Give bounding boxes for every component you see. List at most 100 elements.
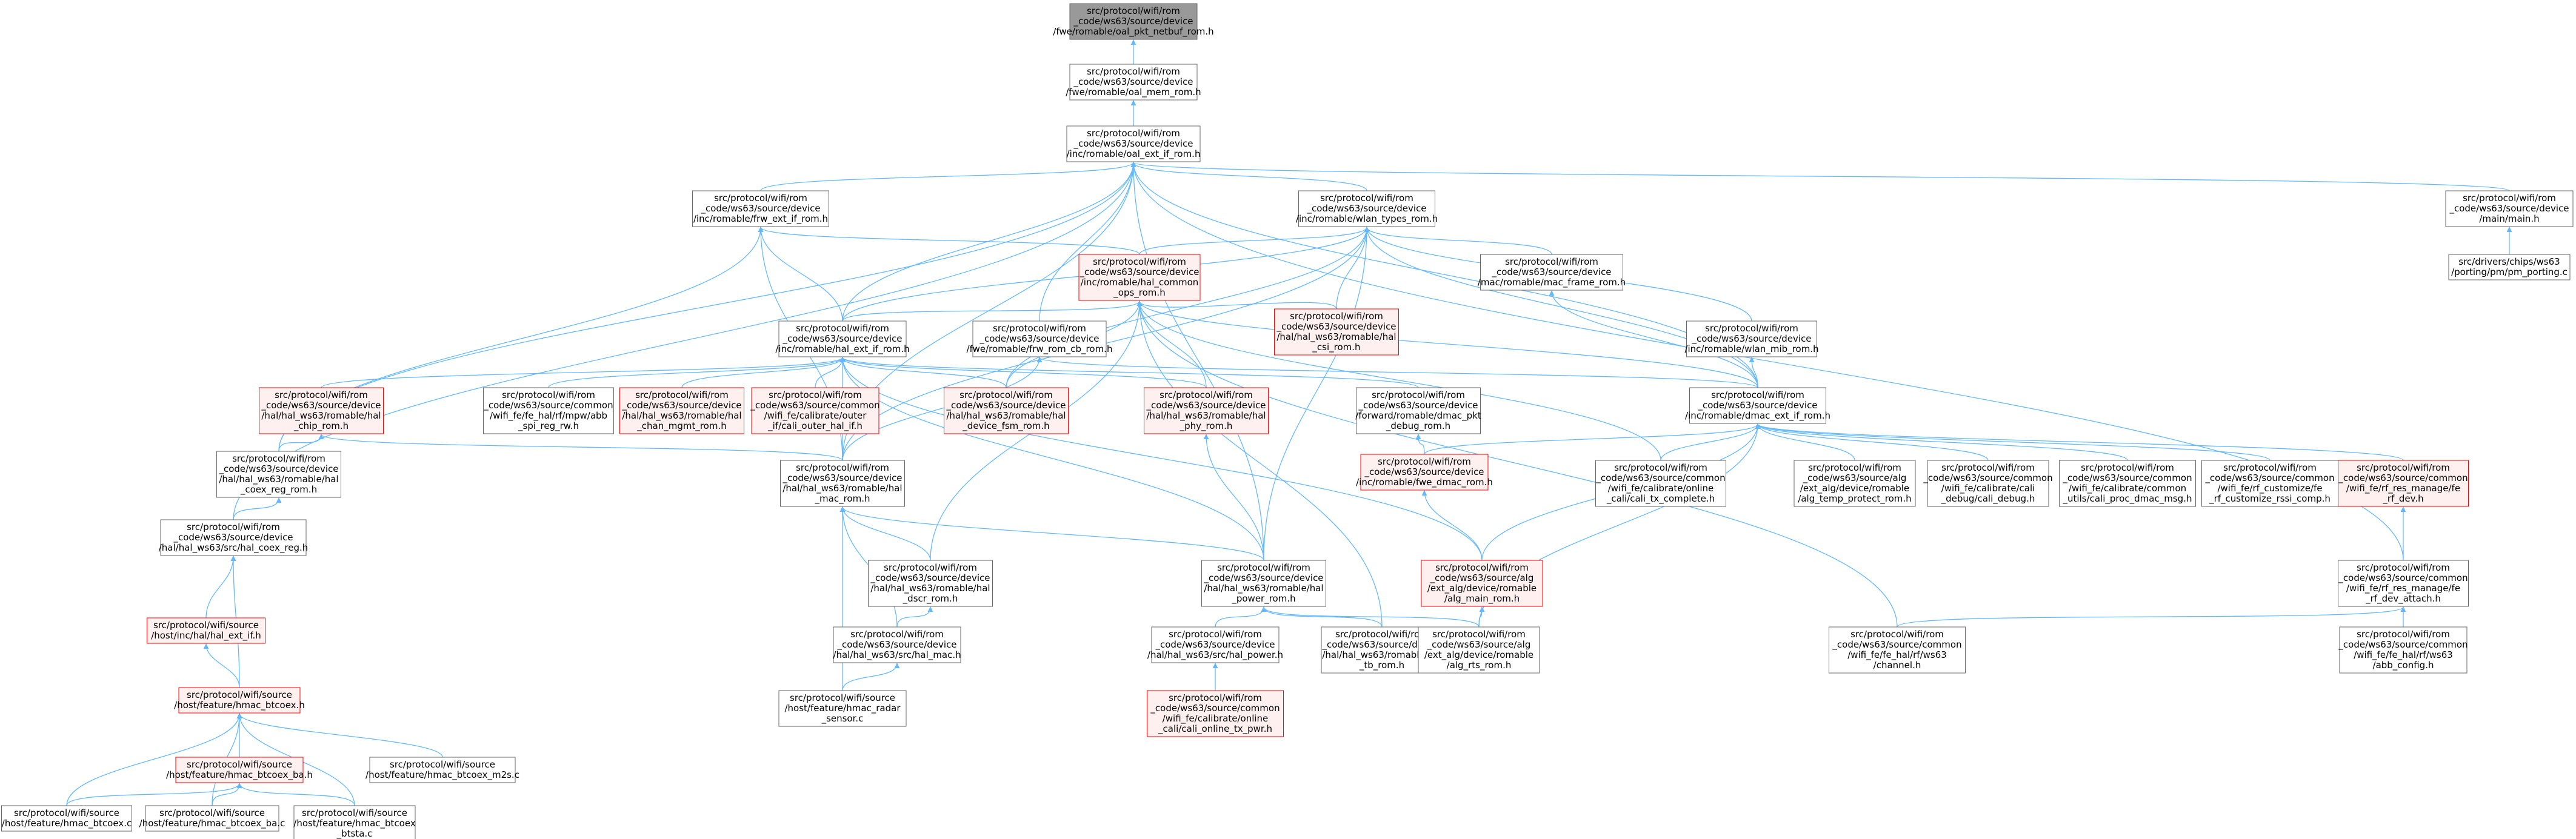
- file-node-oal-ext[interactable]: src/protocol/wifi/rom_code/ws63/source/d…: [1066, 125, 1201, 162]
- node-label-line: /host/feature/hmac_btcoex.h: [174, 700, 305, 711]
- file-node-hal-coex-reg-rom[interactable]: src/protocol/wifi/rom_code/ws63/source/d…: [216, 451, 341, 498]
- node-label-line: _code/ws63/source/alg: [1430, 572, 1534, 584]
- node-label-line: /inc/romable/hal_ext_if_rom.h: [775, 343, 909, 355]
- file-node-cali-proc-dmac[interactable]: src/protocol/wifi/rom_code/ws63/source/c…: [2059, 460, 2196, 507]
- node-label-line: /hal/hal_ws63/romable/hal: [1276, 331, 1396, 343]
- node-label-line: /hal/hal_ws63/src/hal_power.h: [1147, 649, 1283, 661]
- node-label-line: _code/ws63/source/device: [1155, 639, 1275, 651]
- file-node-cali-debug[interactable]: src/protocol/wifi/rom_code/ws63/source/c…: [1923, 460, 2053, 507]
- file-node-alg-main[interactable]: src/protocol/wifi/rom_code/ws63/source/a…: [1421, 560, 1543, 607]
- file-node-hal-coex-reg[interactable]: src/protocol/wifi/rom_code/ws63/source/d…: [159, 519, 309, 556]
- file-node-cali-online-tx-pwr[interactable]: src/protocol/wifi/rom_code/ws63/source/c…: [1147, 690, 1284, 737]
- node-label-line: src/protocol/wifi/rom: [1087, 5, 1180, 16]
- file-node-btcoex-m2s[interactable]: src/protocol/wifi/source/host/feature/hm…: [365, 757, 519, 783]
- node-label-line: src/protocol/wifi/rom: [187, 522, 280, 532]
- node-label-line: /wifi_fe/calibrate/online: [1163, 713, 1269, 725]
- node-label-line: src/protocol/wifi/rom: [2463, 193, 2556, 204]
- node-box: [1144, 387, 1269, 434]
- file-node-hal-power-h[interactable]: src/protocol/wifi/rom_code/ws63/source/d…: [1147, 626, 1283, 663]
- node-label-line: src/protocol/wifi/rom: [635, 390, 729, 400]
- file-node-wlan-mib[interactable]: src/protocol/wifi/rom_code/ws63/source/d…: [1684, 320, 1819, 357]
- file-node-btcoex-ba-h[interactable]: src/protocol/wifi/source/host/feature/hm…: [166, 757, 313, 783]
- file-node-btcoex-ba-c[interactable]: src/protocol/wifi/source/host/feature/hm…: [139, 805, 285, 832]
- node-label-line: src/protocol/wifi/rom: [884, 562, 977, 573]
- node-label-line: /inc/romable/wlan_types_rom.h: [1296, 213, 1438, 225]
- node-label: src/protocol/wifi/rom_code/ws63/source/d…: [621, 390, 741, 432]
- file-node-radar[interactable]: src/protocol/wifi/source/host/feature/hm…: [778, 690, 907, 727]
- node-label-line: _code/ws63/source/common: [2062, 473, 2192, 484]
- file-node-hal-dscr[interactable]: src/protocol/wifi/rom_code/ws63/source/d…: [868, 560, 993, 607]
- node-box: [692, 190, 829, 227]
- edge-btcoex_m2s-to-btcoex_h: [236, 713, 443, 758]
- file-node-hal-device-fsm[interactable]: src/protocol/wifi/rom_code/ws63/source/d…: [944, 387, 1069, 434]
- file-node-cali-outer[interactable]: src/protocol/wifi/rom_code/ws63/source/c…: [750, 387, 880, 434]
- file-node-hal-mac-h[interactable]: src/protocol/wifi/rom_code/ws63/source/d…: [833, 626, 961, 663]
- file-node-hal-csi[interactable]: src/protocol/wifi/rom_code/ws63/source/d…: [1274, 308, 1399, 356]
- edge-dmac_pkt_debug-to-hal_ext: [839, 357, 1419, 388]
- file-node-frw-rom-cb[interactable]: src/protocol/wifi/rom_code/ws63/source/d…: [967, 320, 1113, 357]
- file-node-channel[interactable]: src/protocol/wifi/rom_code/ws63/source/c…: [1829, 626, 1966, 674]
- file-nodes: src/protocol/wifi/rom _code/ws63/source/d…: [1, 3, 2574, 839]
- file-node-mpw-abb[interactable]: src/protocol/wifi/rom_code/ws63/source/c…: [483, 387, 614, 434]
- node-label-line: src/protocol/wifi/rom: [850, 629, 944, 640]
- file-node-btcoex-c[interactable]: src/protocol/wifi/source/host/feature/hm…: [1, 805, 132, 832]
- node-label-line: _device_fsm_rom.h: [962, 420, 1049, 432]
- file-node-frw-ext[interactable]: src/protocol/wifi/rom_code/ws63/source/d…: [692, 190, 829, 227]
- file-node-hal-phy[interactable]: src/protocol/wifi/rom_code/ws63/source/d…: [1144, 387, 1269, 434]
- file-node-btcoex-h[interactable]: src/protocol/wifi/source/host/feature/hm…: [174, 687, 305, 714]
- node-label-line: /wifi_fe/rf_customize/fe: [2217, 483, 2322, 494]
- node-label-line: _code/ws63/source/common: [1923, 473, 2052, 484]
- node-label-line: _chip_rom.h: [293, 420, 349, 432]
- file-node-rssi-comp[interactable]: src/protocol/wifi/rom_code/ws63/source/c…: [2201, 460, 2338, 507]
- node-box: [2059, 460, 2196, 507]
- file-node-main[interactable]: src/protocol/wifi/rom_code/ws63/source/d…: [2445, 190, 2574, 227]
- node-label: src/protocol/wifi/rom_code/ws63/source/c…: [2338, 562, 2468, 605]
- node-label-line: src/protocol/wifi/rom: [1435, 562, 1529, 573]
- file-node-dmac-pkt-debug[interactable]: src/protocol/wifi/rom_code/ws63/source/d…: [1355, 387, 1481, 434]
- file-node-hal-ext-if-h[interactable]: src/protocol/wifi/source/host/inc/hal/ha…: [147, 617, 265, 644]
- file-node-oal-mem[interactable]: src/protocol/wifi/rom_code/ws63/source/d…: [1066, 64, 1201, 101]
- file-node-wlan-types[interactable]: src/protocol/wifi/rom_code/ws63/source/d…: [1296, 190, 1438, 227]
- node-label-line: /hal/hal_ws63/src/hal_mac.h: [833, 649, 961, 661]
- file-node-hal-mac[interactable]: src/protocol/wifi/rom_code/ws63/source/d…: [780, 460, 905, 507]
- node-label-line: src/protocol/wifi/rom: [1614, 462, 1707, 473]
- file-node-pm-porting[interactable]: src/drivers/chips/ws63/porting/pm/pm_por…: [2448, 254, 2571, 280]
- node-label-line: src/protocol/wifi/rom: [502, 390, 595, 400]
- node-box: [1151, 626, 1280, 663]
- node-box: [1201, 560, 1326, 607]
- file-node-hal-power-rom[interactable]: src/protocol/wifi/rom_code/ws63/source/d…: [1201, 560, 1326, 607]
- file-node-dmac-ext[interactable]: src/protocol/wifi/rom_code/ws63/source/d…: [1685, 387, 1830, 424]
- file-node-hal-chip[interactable]: src/protocol/wifi/rom_code/ws63/source/d…: [259, 387, 384, 434]
- file-node-hal-common-ops[interactable]: src/protocol/wifi/rom_code/ws63/source/d…: [1078, 254, 1201, 301]
- file-node-fwe-dmac[interactable]: src/protocol/wifi/rom_code/ws63/source/d…: [1356, 454, 1493, 491]
- node-label-line: _code/ws63/source/device: [782, 333, 902, 345]
- file-node-hal-ext[interactable]: src/protocol/wifi/rom_code/ws63/source/d…: [775, 320, 910, 357]
- node-label-line: _code/ws63/source/device: [1697, 400, 1817, 411]
- node-label-line: _spi_reg_rw.h: [518, 420, 579, 432]
- node-box: [145, 805, 279, 832]
- edge-hal_coex_reg-to-hal_coex_reg_rom: [233, 497, 282, 520]
- node-label-line: src/protocol/wifi/rom: [1087, 128, 1180, 139]
- file-node-alg-temp-protect[interactable]: src/protocol/wifi/rom_code/ws63/source/a…: [1794, 460, 1916, 507]
- node-label-line: /hal/hal_ws63/romable/hal: [782, 483, 902, 494]
- node-label: src/protocol/wifi/source/host/feature/hm…: [293, 807, 416, 839]
- node-label-line: src/protocol/wifi/source: [14, 807, 119, 818]
- file-node-abb-config[interactable]: src/protocol/wifi/rom_code/ws63/source/c…: [2338, 626, 2468, 674]
- file-node-cali-tx-complete[interactable]: src/protocol/wifi/rom_code/ws63/source/c…: [1595, 460, 1726, 507]
- node-box: [1794, 460, 1916, 507]
- node-label-line: _code/ws63/source/device: [1073, 76, 1193, 88]
- node-label-line: /wifi_fe/fe_hal/rf/mpw/abb: [490, 410, 607, 422]
- file-node-hal-chan-mgmt[interactable]: src/protocol/wifi/rom_code/ws63/source/d…: [619, 387, 744, 434]
- node-label-line: /wifi_fe/fe_hal/rf/ws63: [2354, 649, 2453, 661]
- node-label: src/protocol/wifi/rom_code/ws63/source/a…: [1798, 462, 1911, 505]
- file-node-alg-rts[interactable]: src/protocol/wifi/rom_code/ws63/source/a…: [1418, 626, 1540, 674]
- node-label: src/protocol/wifi/rom_code/ws63/source/c…: [1595, 462, 1725, 505]
- node-label-line: src/protocol/wifi/rom: [1290, 311, 1383, 322]
- edge-hal_phy-to-hal_ext: [839, 357, 1207, 388]
- file-node-btcoex-btsta[interactable]: src/protocol/wifi/source/host/feature/hm…: [293, 805, 416, 839]
- file-node-oal-pkt[interactable]: src/protocol/wifi/rom_code/ws63/source/d…: [1053, 3, 1214, 40]
- node-label-line: /fwe/romable/oal_pkt_netbuf_rom.h: [1053, 26, 1213, 38]
- file-node-fe-rf-dev[interactable]: src/protocol/wifi/rom_code/ws63/source/c…: [2338, 460, 2469, 507]
- file-node-mac-frame[interactable]: src/protocol/wifi/rom_code/ws63/source/d…: [1478, 254, 1626, 291]
- file-node-fe-rf-dev-attach[interactable]: src/protocol/wifi/rom_code/ws63/source/c…: [2338, 560, 2469, 607]
